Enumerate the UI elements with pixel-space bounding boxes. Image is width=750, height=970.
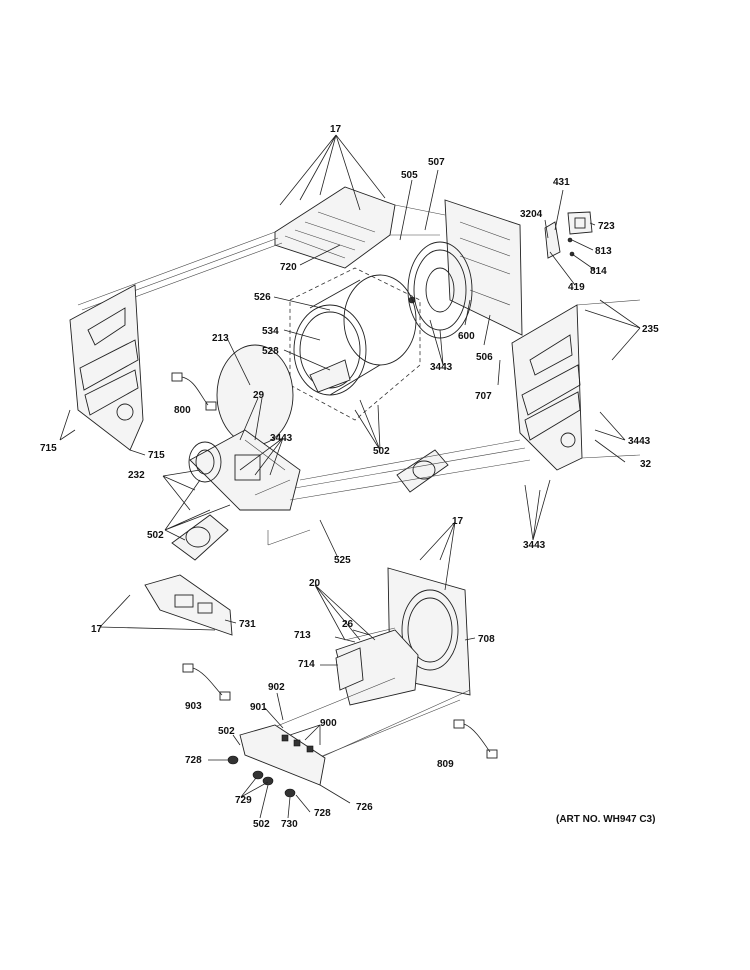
callout-813: 813 [595, 246, 612, 257]
wire-harness-809 [453, 719, 498, 759]
left-side-panel [69, 284, 144, 451]
back-panel [407, 199, 523, 339]
top-panel [274, 186, 396, 269]
callout-708: 708 [478, 634, 495, 645]
callout-3443-drum: 3443 [430, 362, 453, 373]
callout-32: 32 [640, 459, 652, 470]
callout-726: 726 [356, 802, 373, 813]
callout-17-left: 17 [91, 624, 103, 635]
callout-720: 720 [280, 262, 297, 273]
callout-528: 528 [262, 346, 279, 357]
callout-525: 525 [334, 555, 351, 566]
bracket-parts [544, 211, 593, 259]
callout-729: 729 [235, 795, 252, 806]
callout-502-drum: 502 [373, 446, 390, 457]
callout-3204: 3204 [520, 209, 543, 220]
callout-502-bottom: 502 [253, 819, 270, 830]
callout-900: 900 [320, 718, 337, 729]
wire-harness-800 [171, 372, 217, 411]
callout-800: 800 [174, 405, 191, 416]
callout-3443-base: 3443 [270, 433, 293, 444]
callout-3443-right: 3443 [628, 436, 651, 447]
art-number: (ART NO. WH947 C3) [556, 814, 655, 825]
base-motor-assembly [188, 429, 301, 511]
callout-600: 600 [458, 331, 475, 342]
callout-809: 809 [437, 759, 454, 770]
callout-419: 419 [568, 282, 585, 293]
callout-506: 506 [476, 352, 493, 363]
callout-728-b: 728 [314, 808, 331, 819]
callout-26: 26 [342, 619, 354, 630]
callout-232: 232 [128, 470, 145, 481]
duct-right [396, 449, 449, 493]
callout-431: 431 [553, 177, 570, 188]
base-connectors [267, 439, 531, 546]
callout-713: 713 [294, 630, 311, 641]
callout-3443-bottom: 3443 [523, 540, 546, 551]
callout-502-panel: 502 [218, 726, 235, 737]
callout-728-a: 728 [185, 755, 202, 766]
callout-814: 814 [590, 266, 607, 277]
callout-17-front: 17 [452, 516, 464, 527]
callout-901: 901 [250, 702, 267, 713]
callout-902: 902 [268, 682, 285, 693]
callout-29: 29 [253, 390, 265, 401]
callout-731: 731 [239, 619, 256, 630]
callout-723: 723 [598, 221, 615, 232]
duct-left [171, 514, 229, 561]
callout-502-left: 502 [147, 530, 164, 541]
callout-715-a: 715 [40, 443, 57, 454]
control-board-housing [144, 574, 233, 636]
wire-harness-903 [182, 663, 231, 701]
callout-235: 235 [642, 324, 659, 335]
callout-505: 505 [401, 170, 418, 181]
callout-526: 526 [254, 292, 271, 303]
callout-507: 507 [428, 157, 445, 168]
callout-534: 534 [262, 326, 279, 337]
right-side-panel [511, 299, 641, 471]
leader-lines [59, 134, 641, 819]
callout-20: 20 [309, 578, 321, 589]
door-connectors [254, 677, 471, 766]
callout-730: 730 [281, 819, 298, 830]
callout-213: 213 [212, 333, 229, 344]
callout-715-b: 715 [148, 450, 165, 461]
callout-17-top: 17 [330, 124, 342, 135]
callout-714: 714 [298, 659, 315, 670]
drum [289, 267, 421, 421]
callout-903: 903 [185, 701, 202, 712]
callout-707: 707 [475, 391, 492, 402]
control-panel [239, 724, 326, 786]
door-assembly [335, 627, 419, 706]
